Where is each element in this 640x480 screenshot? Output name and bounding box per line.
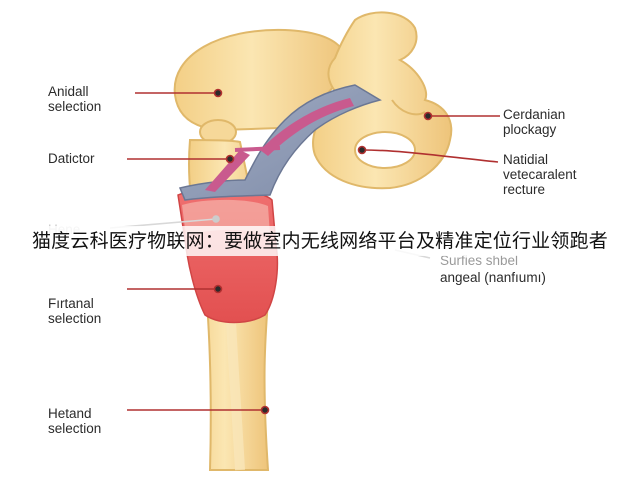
label-natidial-recture: Natidial vetecaralent recture	[503, 152, 577, 197]
label-hefand-selection: Hetand selection	[48, 406, 102, 436]
label-angeal: angeal (nanfıumı)	[440, 270, 546, 285]
obturator-hole	[354, 131, 416, 169]
caption-banner: 猫度云科医疗物联网：要做室内无线网络平台及精准定位行业领跑者	[0, 226, 640, 256]
label-datictor: Datictor	[48, 151, 95, 166]
bone-notch	[391, 99, 426, 116]
leader-lines	[109, 88, 500, 415]
label-anidall-selection: Anidall selection	[48, 84, 102, 114]
right-bone-structure	[312, 11, 453, 190]
label-cerdanian-plockagy: Cerdanian plockagy	[503, 107, 566, 137]
label-fertanal-selection: Fırtanal selection	[48, 296, 102, 326]
label-surfies-shbel: Surfies shbel	[440, 253, 519, 268]
ligament-stripe-2	[260, 98, 354, 156]
ligament-stripe	[205, 150, 250, 192]
ligament-stripe-3	[234, 146, 281, 152]
